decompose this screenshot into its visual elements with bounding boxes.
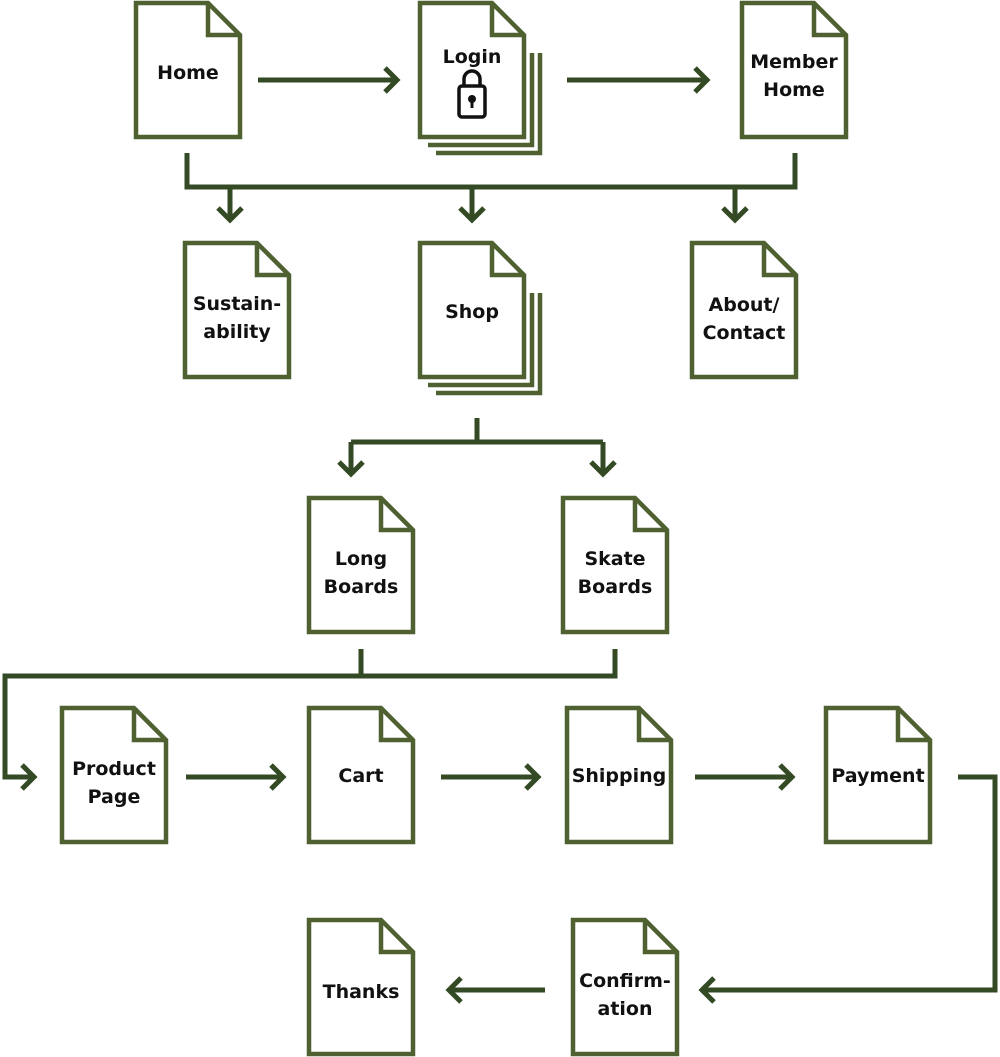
payment-to-confirmation-line	[704, 774, 998, 993]
page-thanks: Thanks	[306, 917, 416, 1057]
page-fold	[254, 243, 289, 278]
page-label: Boards	[324, 576, 399, 598]
page-shipping: Shipping	[564, 705, 674, 845]
page-fold	[811, 3, 846, 38]
arrow-to-confirmation-head	[698, 976, 716, 1004]
page-label: Login	[443, 46, 502, 68]
page-label: Page	[88, 786, 141, 808]
page-label: Shop	[445, 301, 499, 323]
page-label: Shipping	[572, 765, 667, 787]
page-label: Boards	[578, 576, 653, 598]
stacked-sheet-2	[428, 293, 535, 388]
page-label: ation	[598, 998, 653, 1020]
page-payment: Payment	[823, 705, 933, 845]
arrow-shipping-payment-head	[778, 763, 796, 791]
page-fold	[761, 243, 796, 278]
page-fold	[642, 920, 677, 955]
arrow-to-shop-head	[458, 206, 486, 224]
page-label: Confirm-	[579, 970, 671, 992]
page-label: Cart	[338, 765, 383, 787]
page-confirmation: Confirm-ation	[570, 917, 680, 1057]
arrow-home-login-head	[383, 66, 401, 94]
connectors	[2, 66, 998, 1004]
boards-to-product	[2, 649, 618, 780]
page-about-contact: About/Contact	[689, 240, 799, 380]
page-fold	[378, 498, 413, 533]
page-label: Member	[750, 51, 838, 73]
arrow-product-cart-head	[269, 763, 287, 791]
page-home: Home	[133, 0, 243, 140]
lock-icon	[457, 69, 487, 119]
arrow-to-skate-boards-head	[589, 460, 617, 478]
page-label: Home	[157, 62, 219, 84]
stacked-sheet-1	[436, 293, 543, 396]
arrow-login-member-head	[693, 66, 711, 94]
stacked-sheet-2	[428, 53, 535, 148]
page-fold	[895, 708, 930, 743]
page-label: About/	[709, 294, 780, 316]
arrow-cart-shipping-head	[524, 763, 542, 791]
page-fold	[378, 920, 413, 955]
page-fold	[632, 498, 667, 533]
page-label: Long	[335, 548, 387, 570]
page-fold	[636, 708, 671, 743]
page-label: Thanks	[323, 981, 400, 1003]
page-label: Contact	[703, 322, 786, 344]
page-fold	[205, 3, 240, 38]
arrow-to-about-head	[721, 206, 749, 224]
arrow-confirmation-thanks-head	[445, 976, 463, 1004]
page-fold	[489, 3, 524, 38]
page-sustainability: Sustain-ability	[182, 240, 292, 380]
page-label: Sustain-	[193, 293, 281, 315]
page-label: Payment	[831, 765, 924, 787]
page-fold	[489, 243, 524, 278]
page-label: Product	[72, 758, 156, 780]
page-cart: Cart	[306, 705, 416, 845]
arrow-to-product-head	[20, 763, 38, 791]
bracket-top	[184, 153, 798, 190]
arrow-to-sustainability-head	[216, 206, 244, 224]
page-label: Home	[763, 79, 825, 101]
stacked-sheet-1	[436, 53, 543, 156]
page-shop: Shop	[417, 240, 543, 396]
page-label: ability	[203, 321, 271, 343]
page-fold	[378, 708, 413, 743]
page-login: Login	[417, 0, 543, 156]
page-fold	[131, 708, 166, 743]
arrow-to-long-boards-head	[337, 460, 365, 478]
page-label: Skate	[584, 548, 645, 570]
